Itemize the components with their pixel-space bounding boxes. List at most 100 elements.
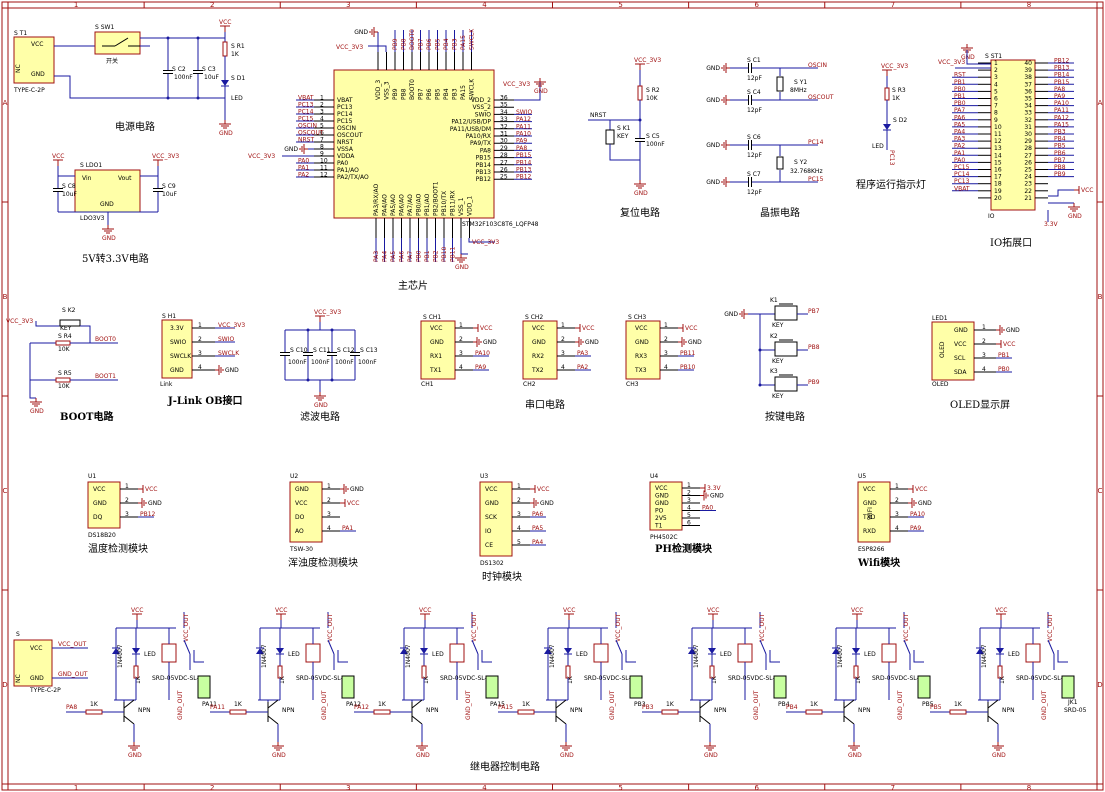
module-pin: GND [655, 500, 669, 507]
module-pin: AO [295, 528, 304, 535]
io-left-net: PC15 [954, 164, 970, 171]
mcu-left-net: PA2 [298, 172, 309, 179]
relay-output-jack [629, 675, 643, 699]
ground-right-label: GND [540, 500, 554, 507]
uart-pin: GND [532, 339, 546, 346]
relay-output-jack [485, 675, 499, 699]
uart-pin: VCC [635, 325, 647, 332]
io-right-num: 29 [1024, 138, 1032, 145]
npn-transistor-icon [987, 715, 999, 725]
relay-part: SRD-05VDC-SL-C [872, 675, 923, 682]
d1-ref: S D1 [231, 75, 245, 82]
ground-left-icon [739, 309, 748, 319]
power-rail-right-icon [530, 485, 536, 493]
mcu-left-pin: PC15 [337, 118, 353, 125]
title-oled: OLED显示屏 [950, 399, 1010, 411]
mcu-right-net: PA10 [516, 131, 531, 138]
mcu-right-num: 34 [500, 109, 508, 116]
module-ref: U5 [858, 473, 866, 480]
relay-coil-icon [737, 643, 753, 663]
io-left-num: 17 [994, 174, 1002, 181]
ground-label: GND [219, 130, 233, 137]
ground-left-icon [721, 140, 730, 150]
c5-value: 100nF [646, 141, 665, 148]
io-right-num: 24 [1024, 174, 1032, 181]
mcu-left-net: PA0 [298, 158, 309, 165]
mcu-left-pin: PC14 [337, 111, 353, 118]
io-right-num: 38 [1024, 74, 1032, 81]
diode-icon [544, 648, 552, 654]
wire [114, 37, 129, 47]
io-right-net: PB7 [1054, 157, 1066, 164]
io-v33: VCC_3V3 [938, 59, 965, 66]
title-boot: BOOT电路 [60, 410, 115, 423]
relay-part: SRD-05VDC-SL-C [728, 675, 779, 682]
ground-right-label: GND [688, 339, 702, 346]
power-rail-right-icon [575, 324, 581, 332]
mcu-left-net: OSCOUT [298, 130, 324, 137]
ground-right-icon [700, 490, 709, 501]
mcu-right-pin: PA10/RX [466, 133, 491, 140]
t1-nc: NC [15, 64, 22, 73]
oled-ref: LED1 [932, 315, 948, 322]
key-label: KEY [772, 322, 784, 329]
uart-num: 2 [459, 336, 463, 343]
io-left-net: VBAT [954, 185, 970, 192]
junction-dot [166, 36, 170, 40]
jlink-net: VCC_3V3 [218, 322, 245, 329]
npn-transistor-icon [987, 699, 999, 709]
relay-conn-gnd: GND [30, 675, 44, 682]
io-right-num: 31 [1024, 124, 1032, 131]
key-label: KEY [772, 393, 784, 400]
mcu-right-pin: PA12/USB/DP [451, 119, 491, 126]
module-pin: DQ [93, 514, 103, 521]
wire [54, 75, 225, 99]
ground-right-icon [340, 484, 349, 494]
mcu-top-net: PB8 [401, 38, 408, 50]
ground-label: GND [30, 408, 44, 415]
oled-module [931, 321, 975, 381]
io-left-net: PB0 [954, 86, 966, 93]
mcu-left-pin: OSCOUT [337, 132, 363, 139]
power-rail-label: VCC [275, 607, 287, 614]
filter-cap-ref: S C10 [290, 347, 308, 354]
jlink-header [161, 319, 193, 379]
relay-conn-s: S [16, 631, 20, 638]
io-right-net: PA12 [1054, 114, 1069, 121]
relay-part: SRD-05VDC-SL-C [584, 675, 635, 682]
title-led-indicator: 程序运行指示灯 [856, 178, 926, 191]
relay-diode-label: 1N4007 [549, 644, 556, 668]
relay-power-connector [13, 639, 53, 687]
y1-crystal-icon [776, 76, 784, 92]
mcu-right-pin: PB12 [476, 176, 492, 183]
relay-conn-nc: NC [15, 674, 22, 683]
io-left-num: 20 [994, 195, 1002, 202]
k2-key-icon [59, 319, 81, 327]
module-part: ESP8266 [858, 546, 885, 553]
wire [327, 639, 335, 655]
ground-icon [848, 742, 860, 751]
led-icon [132, 648, 140, 654]
module-num: 3 [327, 511, 331, 518]
mcu-left-pin: VSSA [337, 146, 354, 153]
led-icon [708, 648, 716, 654]
resistor-icon [884, 87, 890, 101]
io-left-num: 9 [994, 117, 998, 124]
npn-transistor-icon [123, 715, 135, 725]
relay-jack-net: PA15 [490, 701, 505, 708]
power-rail-right-icon [340, 499, 346, 507]
mcu-left-num: 8 [320, 144, 324, 151]
power-rail-label: VCC [219, 19, 231, 26]
io-left-net: PA1 [954, 150, 965, 157]
k1-ref: S K1 [617, 125, 631, 132]
key-switch-icon [774, 341, 798, 357]
key-ref: K1 [770, 297, 778, 304]
junction-dot [330, 328, 334, 332]
ground-left-label: GND [724, 311, 738, 318]
relay-output-jack [773, 675, 787, 699]
key-switch-icon [774, 376, 798, 392]
frame-tick-label: 7 [891, 1, 895, 9]
power-rail-label: VCC [52, 153, 64, 160]
relay-ctrl-net: PA11 [210, 704, 225, 711]
